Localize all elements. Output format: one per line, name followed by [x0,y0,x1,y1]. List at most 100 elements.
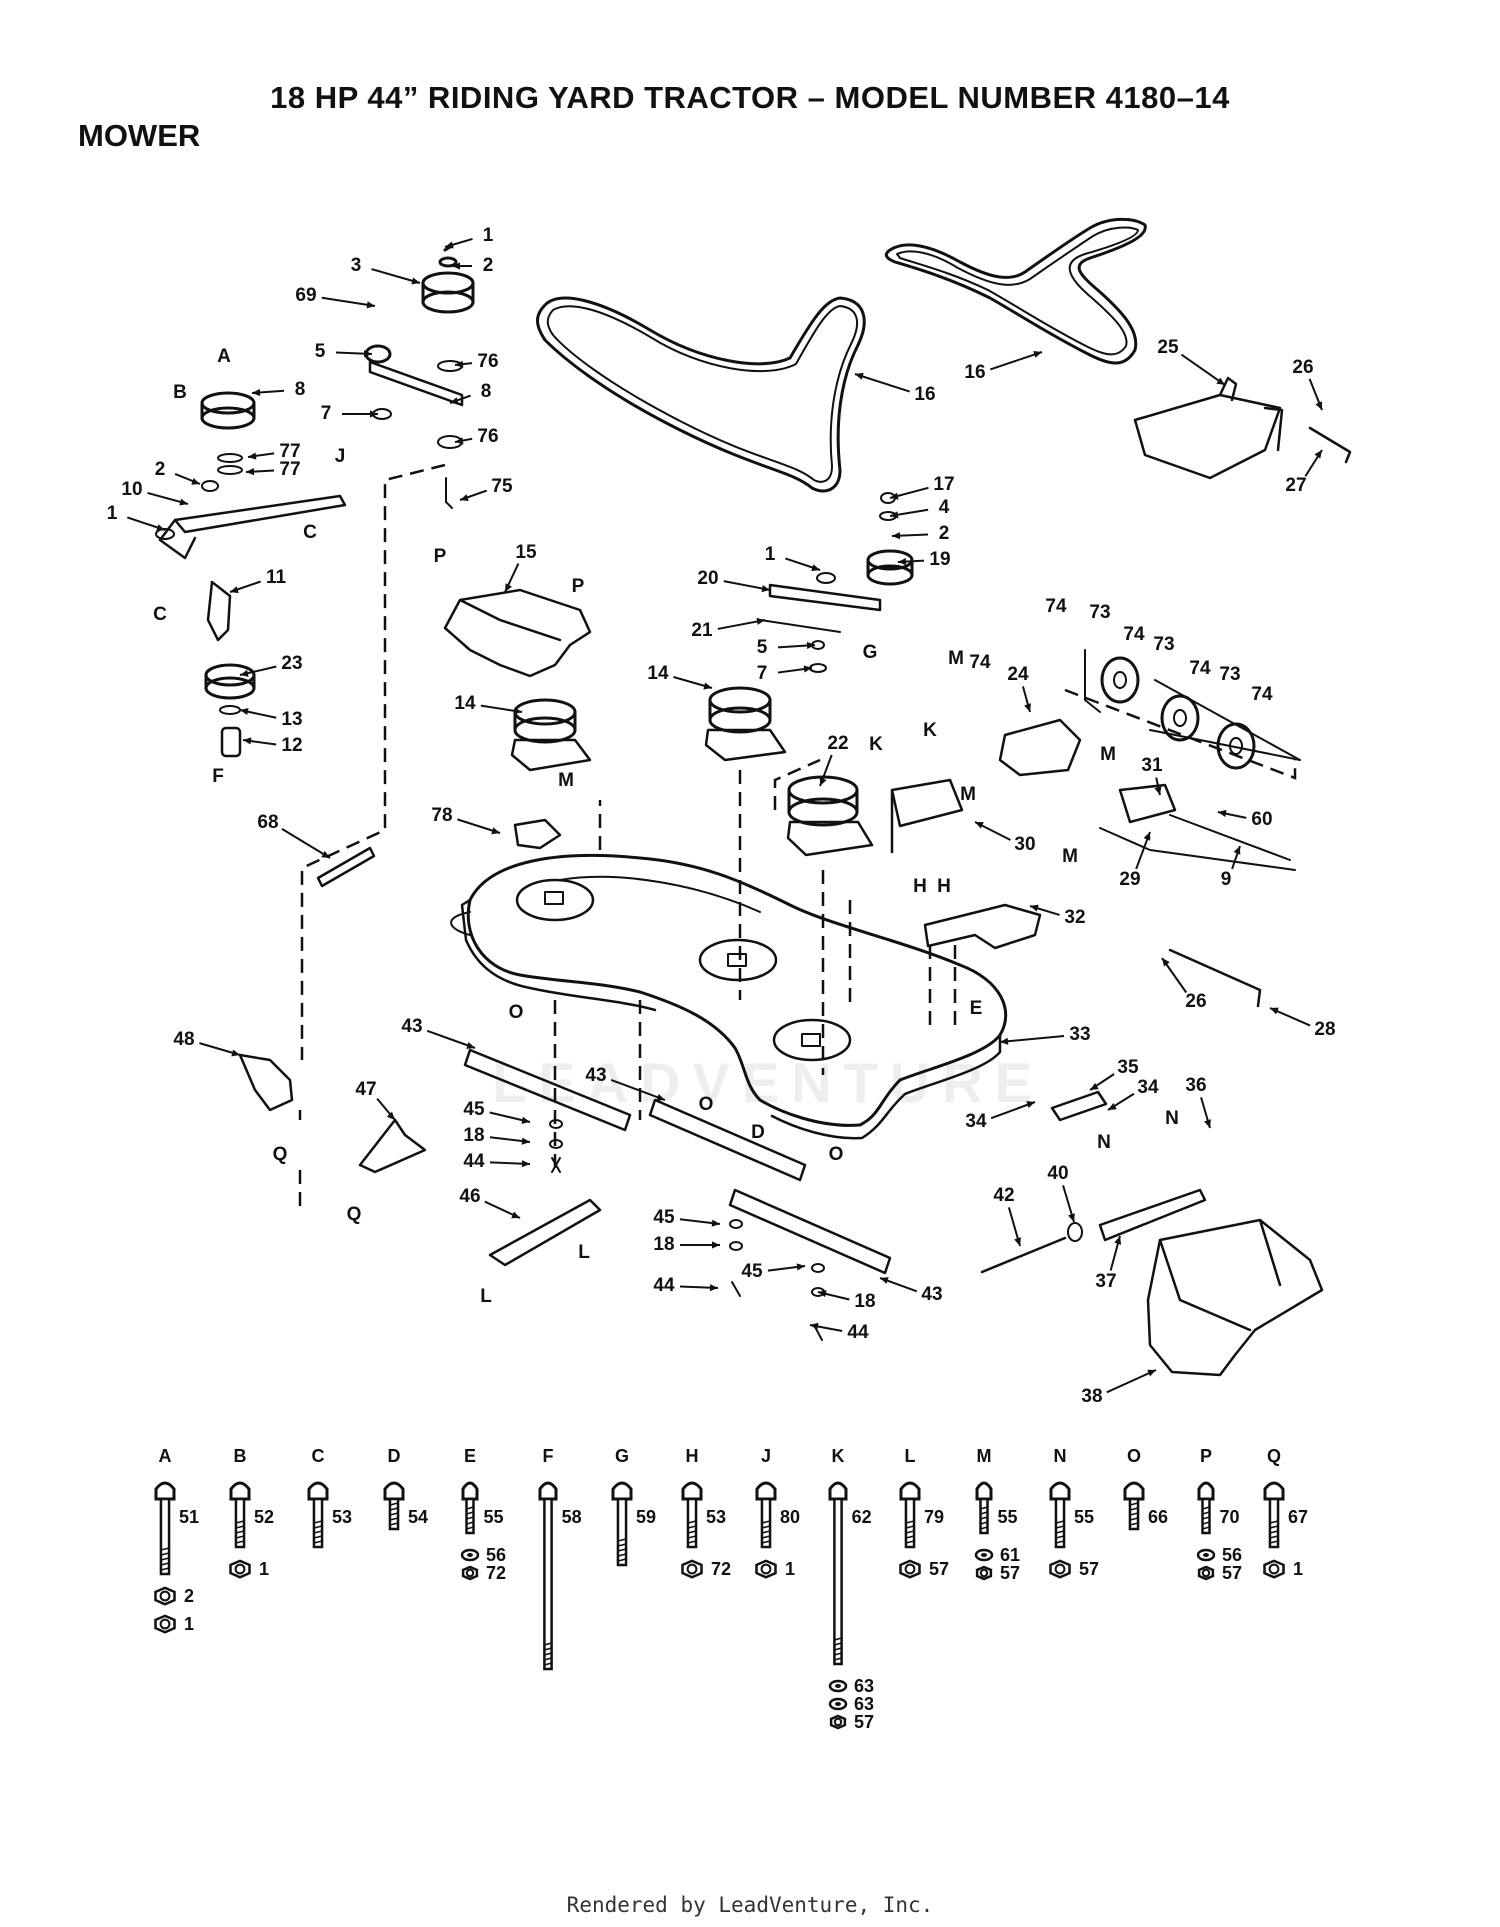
stack-part-number: 2 [184,1586,194,1606]
callout-44: 44 [809,1322,869,1343]
hardware-letter: L [905,1446,916,1466]
leader-arrow [1218,809,1227,817]
callout-43: 43 [585,1065,666,1101]
stack-part-number: 72 [711,1559,731,1579]
thread-line [466,1511,474,1515]
watermark: LEADVENTURE [492,1051,1044,1114]
callout-18: 18 [817,1290,876,1312]
bolt-part-number: 59 [636,1507,656,1527]
callout-69: 69 [295,285,376,309]
bolt-head [828,1481,848,1501]
callout-label: 10 [121,479,142,500]
callout-label: 11 [266,567,287,588]
leader-line [281,828,331,859]
thread-line [834,1647,842,1651]
thread-line [313,1525,323,1529]
thread-line [687,1540,697,1544]
thread-line [834,1642,842,1646]
leader-arrow [386,1111,395,1120]
thread-line [761,1540,771,1544]
leader-arrow [1314,450,1322,459]
callout-label: 16 [964,362,985,383]
page-title: 18 HP 44” RIDING YARD TRACTOR – MODEL NU… [270,80,1230,115]
leader-line [1106,1369,1157,1394]
stack-part-number: 63 [854,1694,874,1714]
thread-line [544,1657,552,1661]
bolt-part-number: 67 [1288,1507,1308,1527]
leader-line [610,1079,666,1101]
callout-label: 46 [459,1186,480,1207]
callout-label: 76 [477,351,498,372]
blade-left [463,1048,632,1132]
leader-arrow [712,1241,720,1249]
thread-line [1269,1530,1279,1534]
bolt-head [154,1481,176,1501]
ref-label-N: N [1097,1132,1111,1153]
ref-label-D: D [751,1122,765,1143]
callout-75: 75 [459,476,513,502]
callout-46: 46 [459,1186,521,1219]
ref-label-E: E [970,998,983,1019]
thread-line [1129,1502,1139,1506]
alignment-line-1 [300,463,446,1060]
hardware-washer: 56 [460,1545,506,1565]
thread-line [905,1530,915,1534]
leader-arrow [445,241,454,249]
ref-label-73: 73 [1219,664,1240,685]
callout-label: 36 [1185,1075,1206,1096]
alignment-line-10 [1064,688,1297,780]
callout-11: 11 [229,567,287,594]
callout-16: 16 [854,372,936,405]
callout-22: 22 [819,733,849,787]
hardware-letter: H [686,1446,699,1466]
callout-45: 45 [463,1099,531,1124]
bolt-part-number: 54 [408,1507,428,1527]
callout-42: 42 [993,1185,1021,1247]
bolt-head [611,1481,633,1501]
thread-line [160,1547,170,1551]
hardware-letter: J [761,1446,771,1466]
thread-line [1055,1530,1065,1534]
spindle-assembly-right [786,775,874,857]
thread-line [160,1562,170,1566]
thread-line [761,1530,771,1534]
callout-label: 7 [321,403,332,424]
callout-77: 77 [245,459,301,480]
callout-44: 44 [463,1151,531,1172]
leader-arrow [803,665,812,673]
idler-assembly-left [155,244,475,758]
thread-line [1055,1535,1065,1539]
thread-line [834,1652,842,1656]
callout-19: 19 [897,549,951,570]
thread-line [389,1507,399,1511]
leader-arrow [156,524,165,532]
leader-arrow [521,1137,530,1145]
leader-arrow [466,1042,475,1049]
callout-32: 32 [1029,904,1086,928]
thread-line [313,1540,323,1544]
leader-arrow [246,468,255,476]
hardware-C: C53 [307,1446,352,1549]
bolt-shank [465,1497,475,1535]
leader-arrow [1233,846,1241,855]
callout-38: 38 [1081,1369,1157,1407]
stack-part-number: 57 [1222,1563,1242,1583]
thread-line [1202,1521,1210,1525]
thread-line [1055,1525,1065,1529]
callout-label: 42 [993,1185,1014,1206]
stack-part-number: 57 [1000,1563,1020,1583]
hardware-letter: E [464,1446,476,1466]
ref-label-74: 74 [969,652,991,673]
thread-line [905,1540,915,1544]
callout-2: 2 [452,255,493,276]
thread-line [1129,1517,1139,1521]
thread-line [389,1522,399,1526]
bolt-part-number: 55 [1074,1507,1094,1527]
thread-line [544,1642,552,1646]
hardware-nut: 72 [681,1559,731,1579]
callout-33: 33 [999,1024,1091,1045]
leader-arrow [243,737,252,745]
ref-label-M: M [960,784,976,805]
